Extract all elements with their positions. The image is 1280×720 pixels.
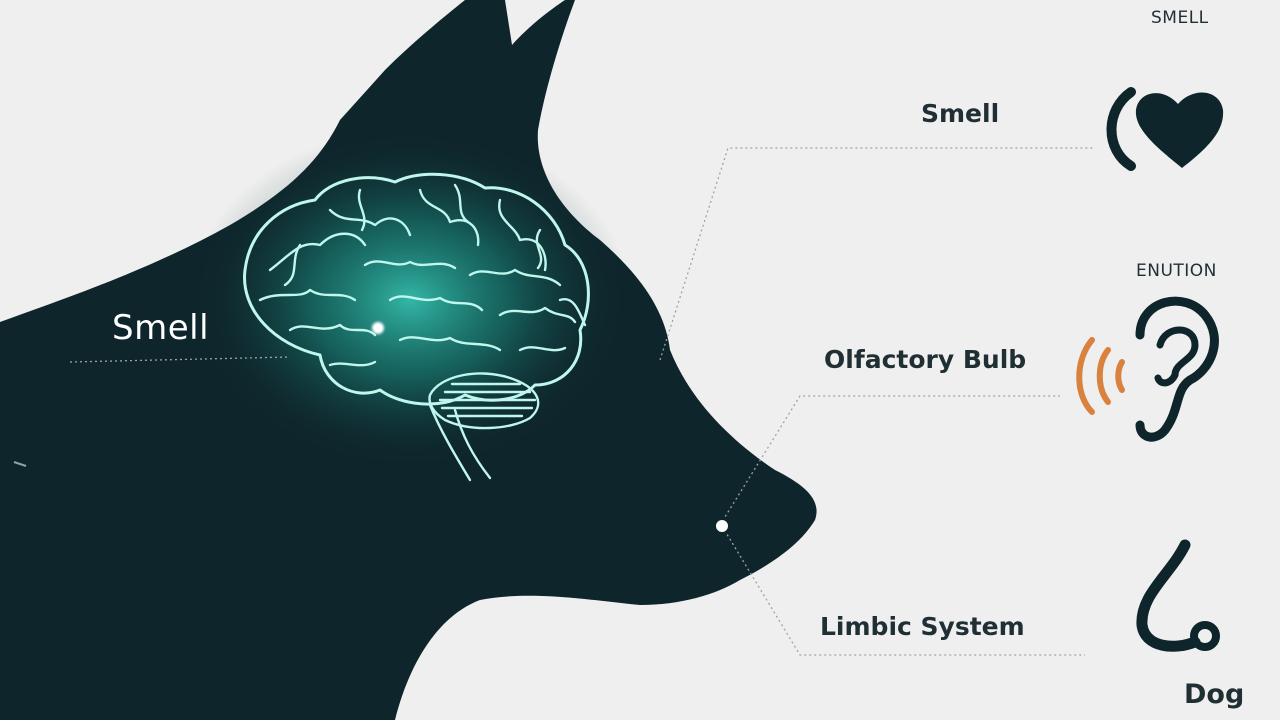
leader-line-olfactory: [719, 395, 1060, 526]
nose-icon: [1136, 539, 1220, 652]
nose-point: [714, 518, 730, 534]
heart-icon: [1106, 87, 1224, 171]
nose-caption: Dog: [1184, 679, 1245, 710]
leader-lines: [69, 147, 1095, 656]
leader-line-smell: [659, 147, 1095, 361]
heart-caption: SMELL: [1151, 8, 1209, 28]
ear-icon: [1135, 296, 1219, 442]
sound-waves-icon: [1076, 337, 1125, 415]
olfactory-bulb-label: Olfactory Bulb: [824, 345, 1027, 374]
edge-mark: [13, 461, 27, 467]
ear-caption: ENUTION: [1136, 261, 1217, 281]
brain-smell-label: Smell: [112, 308, 210, 348]
brain-highlight: [372, 322, 384, 334]
leader-line-brain: [69, 356, 291, 363]
smell-label: Smell: [921, 99, 1000, 128]
leader-line-limbic: [721, 525, 1085, 656]
limbic-system-label: Limbic System: [820, 612, 1025, 641]
brain-icon: [243, 172, 590, 482]
